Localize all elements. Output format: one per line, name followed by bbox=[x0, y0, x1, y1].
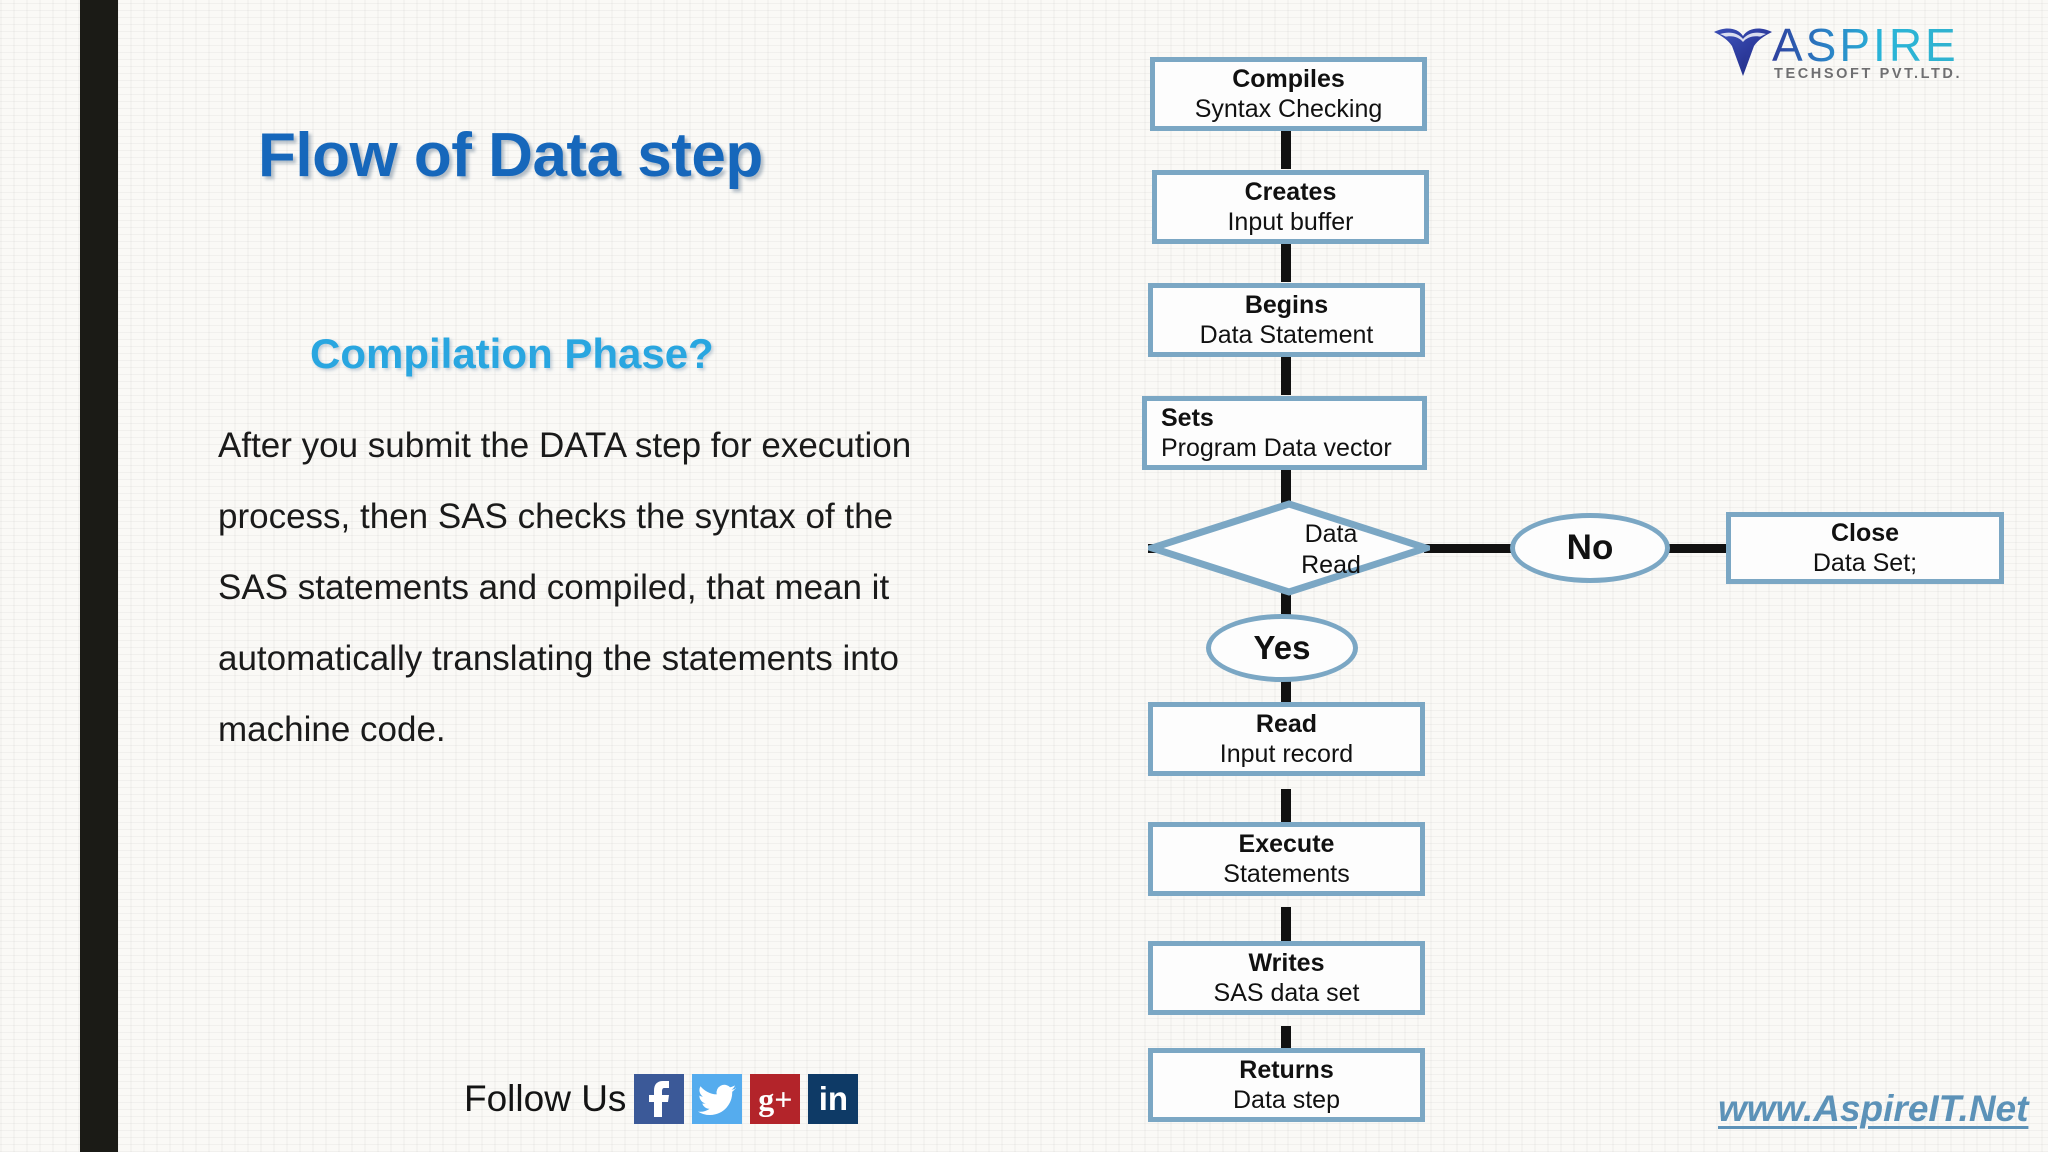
flow-node-subtitle: Data step bbox=[1232, 1085, 1340, 1114]
connector-decision-yes bbox=[1281, 590, 1291, 626]
body-paragraph: After you submit the DATA step for execu… bbox=[218, 426, 912, 749]
connector-execute-writes bbox=[1281, 907, 1291, 944]
logo-wordmark: ASPIRE bbox=[1772, 19, 1959, 71]
connector-creates-begins bbox=[1281, 244, 1291, 282]
connector-no-close bbox=[1668, 544, 1746, 553]
flow-node-title: Close bbox=[1830, 518, 1900, 547]
connector-yes-read bbox=[1281, 664, 1291, 702]
connector-sets-decision bbox=[1281, 470, 1291, 508]
connector-read-execute bbox=[1281, 789, 1291, 826]
left-accent-bar bbox=[80, 0, 118, 1152]
logo-tagline: TECHSOFT PVT.LTD. bbox=[1774, 66, 1963, 82]
flow-node-title: Returns bbox=[1239, 1055, 1334, 1084]
connector-decision-left-stub bbox=[1148, 544, 1168, 553]
decision-label: Data Read bbox=[1266, 519, 1396, 581]
facebook-icon[interactable] bbox=[634, 1074, 685, 1124]
flow-node-creates[interactable]: Creates Input buffer bbox=[1152, 170, 1429, 244]
linkedin-glyph: in bbox=[818, 1080, 849, 1117]
flow-node-title: Execute bbox=[1238, 829, 1335, 858]
flow-node-title: Sets bbox=[1161, 403, 1214, 432]
connector-begins-sets bbox=[1281, 357, 1291, 395]
flow-node-read[interactable]: Read Input record bbox=[1148, 702, 1425, 776]
flow-node-title: Begins bbox=[1244, 290, 1329, 319]
follow-us-block: Follow Us g+ in bbox=[464, 1074, 866, 1124]
flow-node-writes[interactable]: Writes SAS data set bbox=[1148, 941, 1425, 1015]
twitter-bird-glyph bbox=[698, 1084, 737, 1116]
flow-node-returns[interactable]: Returns Data step bbox=[1148, 1048, 1425, 1122]
flow-node-close[interactable]: Close Data Set; bbox=[1726, 512, 2004, 584]
chevron-v-logo-icon bbox=[1714, 28, 1772, 76]
flow-node-subtitle: Data Set; bbox=[1812, 548, 1918, 577]
flow-node-execute[interactable]: Execute Statements bbox=[1148, 822, 1425, 896]
decision-line2: Read bbox=[1301, 551, 1361, 579]
flow-node-subtitle: SAS data set bbox=[1213, 978, 1360, 1007]
page-title: Flow of Data step bbox=[258, 121, 763, 190]
no-label: No bbox=[1566, 528, 1614, 567]
flow-node-title: Creates bbox=[1244, 177, 1337, 206]
website-url-link[interactable]: www.AspireIT.Net bbox=[1718, 1088, 2029, 1129]
flow-node-no[interactable]: No bbox=[1510, 513, 1670, 583]
flow-node-subtitle: Data Statement bbox=[1199, 320, 1374, 349]
flow-node-subtitle: Syntax Checking bbox=[1194, 94, 1383, 123]
flow-node-subtitle: Statements bbox=[1223, 859, 1350, 888]
decision-line1: Data bbox=[1304, 520, 1358, 548]
flow-node-data-read[interactable]: Data Read bbox=[1140, 500, 1438, 596]
google-plus-icon[interactable]: g+ bbox=[750, 1074, 801, 1124]
decision-diamond-shape bbox=[1140, 500, 1438, 596]
section-subtitle: Compilation Phase? bbox=[310, 330, 714, 377]
flow-node-title: Read bbox=[1255, 709, 1318, 738]
flow-node-begins[interactable]: Begins Data Statement bbox=[1148, 283, 1425, 357]
flow-node-title: Writes bbox=[1248, 948, 1325, 977]
connector-compiles-creates bbox=[1281, 131, 1291, 169]
follow-us-label: Follow Us bbox=[464, 1078, 627, 1119]
connector-writes-returns bbox=[1281, 1026, 1291, 1063]
linkedin-icon[interactable]: in bbox=[808, 1074, 859, 1124]
facebook-glyph bbox=[649, 1081, 670, 1117]
yes-label: Yes bbox=[1253, 629, 1311, 666]
flow-node-subtitle: Program Data vector bbox=[1161, 433, 1392, 462]
twitter-icon[interactable] bbox=[692, 1074, 743, 1124]
google-plus-glyph: g+ bbox=[758, 1080, 793, 1117]
flow-node-yes[interactable]: Yes bbox=[1206, 614, 1358, 682]
connector-decision-no bbox=[1424, 544, 1516, 553]
aspire-logo: ASPIRE TECHSOFT PVT.LTD. bbox=[1712, 19, 2032, 84]
flow-node-title: Compiles bbox=[1232, 64, 1345, 93]
flow-node-subtitle: Input record bbox=[1219, 739, 1354, 768]
flow-node-sets[interactable]: Sets Program Data vector bbox=[1142, 396, 1427, 470]
flow-node-compiles[interactable]: Compiles Syntax Checking bbox=[1150, 57, 1427, 131]
flow-node-subtitle: Input buffer bbox=[1227, 207, 1354, 236]
